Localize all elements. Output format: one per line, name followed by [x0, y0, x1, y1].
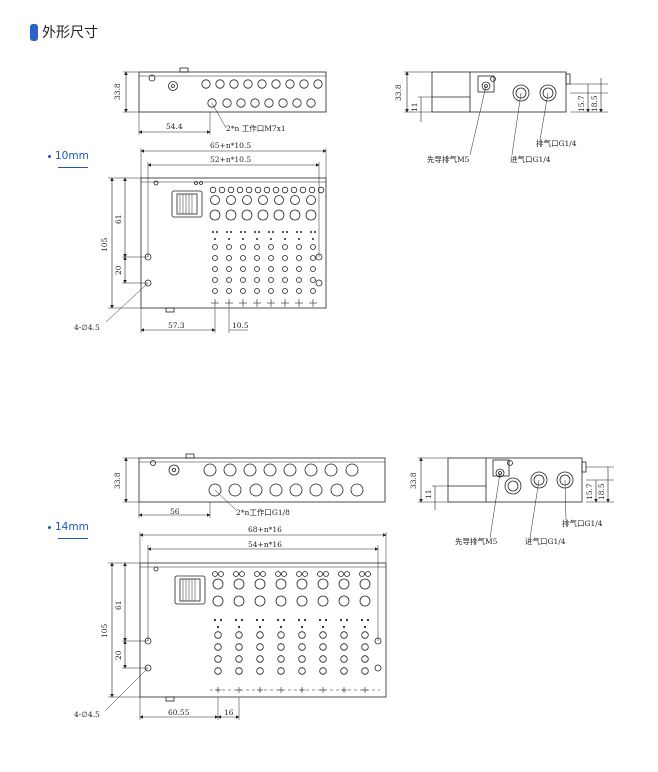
dim-top-offset: 60.55: [168, 708, 190, 717]
bullet-icon: [48, 525, 51, 529]
labels-10mm: 33.8 54.4 2*n 工作口M7x1 33.8 11 15.7 18.5 …: [74, 83, 599, 332]
dim-end-base: 11: [410, 102, 419, 112]
dim-end-base: 11: [424, 489, 433, 499]
label-inlet: 进气口G1/4: [525, 536, 566, 546]
dim-top-61: 61: [114, 214, 123, 224]
section-header: 外形尺寸: [30, 22, 98, 42]
bullet-icon: [48, 154, 51, 158]
dim-top-pitch: 10.5: [232, 321, 249, 330]
section-underline: [58, 538, 88, 539]
dim-end-h2: 18.5: [597, 483, 606, 500]
dim-overall-width: 65+n*10.5: [210, 141, 251, 150]
dim-side-offset: 54.4: [166, 122, 183, 131]
label-inlet: 进气口G1/4: [510, 154, 551, 164]
dim-top-20: 20: [114, 265, 123, 275]
label-exhaust: 排气口G1/4: [536, 138, 577, 148]
dim-top-20: 20: [114, 650, 123, 660]
dim-top-height: 105: [100, 237, 109, 252]
side-ports-note: 2*n 工作口M7x1: [226, 123, 286, 133]
dim-side-height: 33.8: [113, 83, 122, 100]
dim-end-height: 33.8: [394, 84, 403, 101]
dim-top-61: 61: [114, 600, 123, 610]
dim-end-height: 33.8: [409, 472, 418, 489]
dim-top-offset: 57.3: [168, 321, 185, 330]
side-view-14mm: [123, 453, 386, 518]
header-accent-bar: [30, 23, 38, 41]
section-underline: [58, 167, 88, 168]
section-label-10mm: 10mm: [48, 150, 89, 162]
dim-top-pitch: 16: [224, 708, 234, 717]
top-view-14mm: [105, 532, 387, 720]
label-exhaust: 排气口G1/4: [562, 518, 603, 528]
label-pilot: 先导排气M5: [455, 536, 498, 546]
end-view-10mm: [404, 71, 608, 156]
side-view-10mm: [123, 67, 327, 135]
dim-top-height: 105: [100, 623, 109, 638]
dim-overall-width: 68+n*16: [248, 525, 282, 534]
dim-end-h1: 15.7: [577, 95, 586, 112]
end-view-14mm: [418, 457, 614, 539]
dim-side-height: 33.8: [113, 472, 122, 489]
header-title: 外形尺寸: [42, 25, 98, 41]
label-mount-holes: 4-∅4.5: [74, 710, 100, 719]
dim-end-h1: 15.7: [585, 483, 594, 500]
dim-side-offset: 56: [170, 507, 180, 516]
section-label-14mm: 14mm: [48, 521, 89, 533]
labels-14mm: 33.8 56 2*n工作口G1/8 33.8 11 15.7 18.5 排气口…: [74, 472, 606, 719]
dim-inner-width: 52+n*10.5: [210, 155, 251, 164]
dim-inner-width: 54+n*16: [248, 540, 282, 549]
label-mount-holes: 4-∅4.5: [74, 323, 100, 332]
side-ports-note: 2*n工作口G1/8: [236, 507, 290, 517]
label-pilot: 先导排气M5: [427, 154, 470, 164]
top-view-10mm: [105, 148, 327, 333]
dim-end-h2: 18.5: [590, 95, 599, 112]
